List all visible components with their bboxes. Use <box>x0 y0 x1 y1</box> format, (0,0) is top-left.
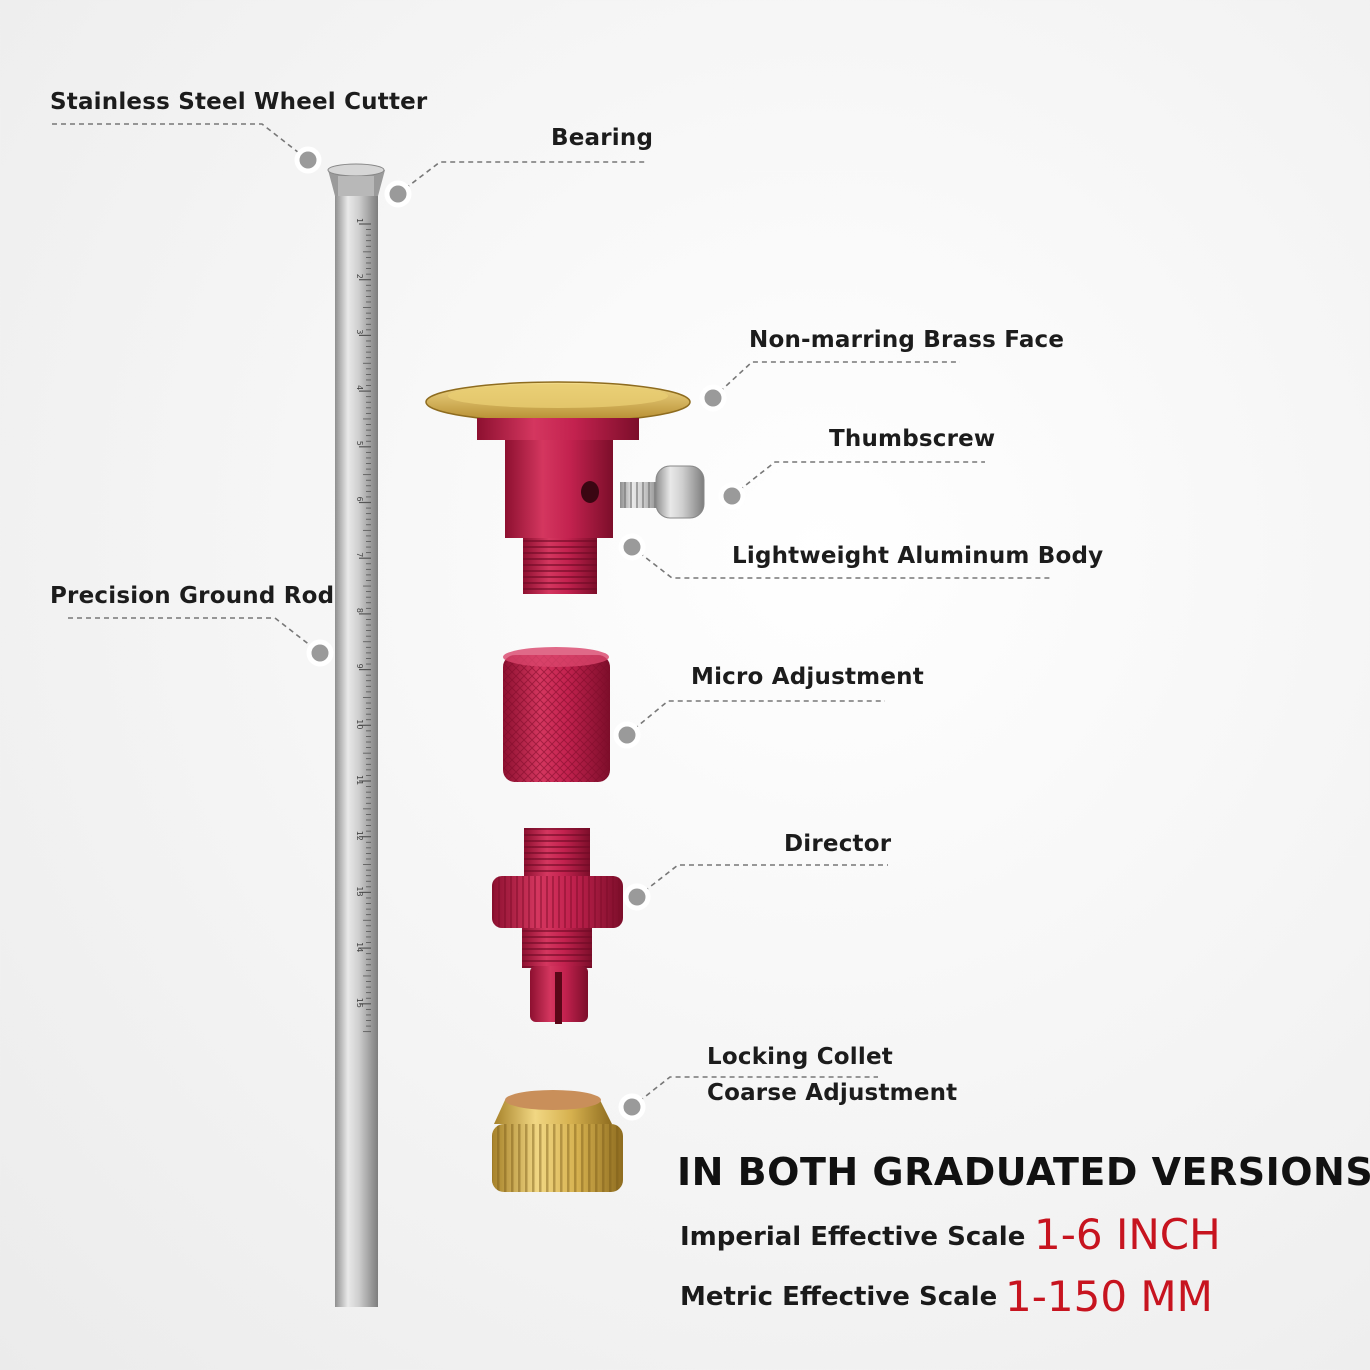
label-bearing: Bearing <box>551 125 654 151</box>
rod-scale-number: 10 <box>355 719 364 729</box>
rod-scale-number: 5 <box>355 441 364 446</box>
rod-scale-number: 6 <box>355 497 364 502</box>
label-brass-face: Non-marring Brass Face <box>749 327 1065 353</box>
rod-scale-number: 13 <box>355 886 364 896</box>
rod-scale-ticks <box>359 223 371 1033</box>
callout-dots <box>294 146 746 1121</box>
thumbscrew-part <box>620 465 705 519</box>
label-coarse-adjustment: Coarse Adjustment <box>707 1080 958 1106</box>
rod-scale-number: 7 <box>355 552 364 557</box>
locking-collet-part <box>492 1090 623 1192</box>
micro-adjustment-part <box>503 647 610 782</box>
rod-scale-number: 11 <box>355 775 364 785</box>
rod-scale-number: 3 <box>355 329 364 334</box>
label-locking-collet: Locking Collet <box>707 1044 893 1070</box>
label-ground-rod: Precision Ground Rod <box>50 583 335 609</box>
rod-scale-number: 12 <box>355 831 364 841</box>
rod-scale-number: 1 <box>355 218 364 223</box>
metric-scale-value: 1-150 MM <box>1005 1272 1213 1321</box>
director-part <box>492 828 623 1024</box>
label-thumbscrew: Thumbscrew <box>829 426 996 452</box>
label-director: Director <box>784 831 892 857</box>
brass-face-assembly <box>425 381 691 594</box>
versions-headline: IN BOTH GRADUATED VERSIONS <box>677 1150 1370 1194</box>
metric-scale-label: Metric Effective Scale <box>680 1282 998 1312</box>
label-micro-adjustment: Micro Adjustment <box>691 664 924 690</box>
rod-scale-number: 8 <box>355 608 364 613</box>
rod-scale-number: 4 <box>355 385 364 390</box>
rod-scale-number: 14 <box>355 942 364 952</box>
label-aluminum-body: Lightweight Aluminum Body <box>732 543 1104 569</box>
label-wheel-cutter: Stainless Steel Wheel Cutter <box>50 89 428 115</box>
rod-scale-number: 9 <box>355 664 364 669</box>
imperial-scale-label: Imperial Effective Scale <box>680 1222 1026 1252</box>
rod-scale-number: 2 <box>355 274 364 279</box>
callout-leaders <box>52 123 1050 1108</box>
rod-scale-number: 15 <box>355 998 364 1008</box>
imperial-scale-value: 1-6 INCH <box>1034 1210 1221 1259</box>
